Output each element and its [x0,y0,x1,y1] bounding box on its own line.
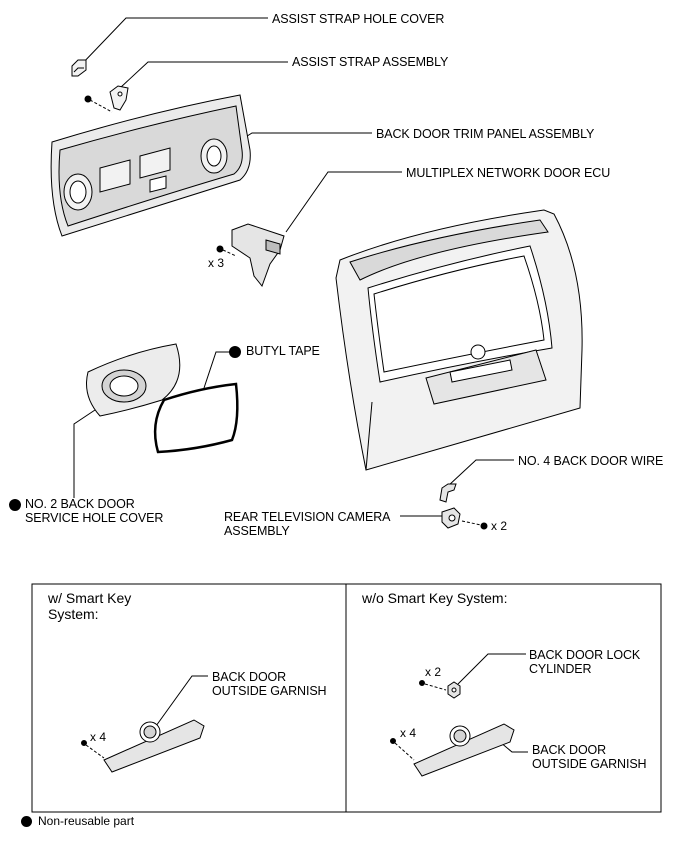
label-no4-wire: NO. 4 BACK DOOR WIRE [518,454,664,468]
leader-nosmart-garnish [499,741,528,753]
leader-service-hole-cover [73,407,99,498]
leader-smart-garnish [155,675,208,727]
leader-multiplex-ecu [285,171,402,233]
label-back-door-trim-panel: BACK DOOR TRIM PANEL ASSEMBLY [376,127,595,141]
service-hole-cover-part [86,343,181,417]
assist-strap-assembly-part [84,85,129,113]
lock-cylinder-part [419,680,461,699]
qty-smart-garnish-clips: x 4 [90,730,107,744]
non-reusable-marker-butyl [229,346,241,358]
leader-assist-strap-hole-cover [79,17,268,67]
label-smart-garnish: BACK DOOR OUTSIDE GARNISH [212,670,327,698]
legend-non-reusable: Non-reusable part [38,814,135,828]
label-butyl-tape: BUTYL TAPE [246,344,320,358]
nosmart-garnish-part [390,723,515,777]
header-with-smart-key: w/ Smart Key System: [48,590,132,622]
leader-trim-panel [243,132,372,139]
label-multiplex-ecu: MULTIPLEX NETWORK DOOR ECU [406,166,611,180]
trim-panel-part [50,94,251,237]
smart-garnish-part [81,719,205,773]
legend-marker [21,816,32,827]
assist-strap-hole-cover-part [71,59,87,77]
leader-butyl-tape [203,351,232,389]
leader-lock-cylinder [457,653,526,685]
header-without-smart-key: w/o Smart Key System: [362,590,508,606]
rear-camera-part [441,507,488,530]
label-rear-camera: REAR TELEVISION CAMERA ASSEMBLY [224,510,391,538]
multiplex-ecu-part [216,223,285,288]
label-assist-strap-assembly: ASSIST STRAP ASSEMBLY [292,55,449,69]
non-reusable-marker-service-hole [9,499,21,511]
no4-wire-part [439,483,457,503]
leader-no4-wire [447,459,514,487]
qty-nosmart-garnish-clips: x 4 [400,726,417,740]
label-nosmart-garnish: BACK DOOR OUTSIDE GARNISH [532,743,647,771]
butyl-tape-part [153,382,239,454]
label-service-hole-cover: NO. 2 BACK DOOR SERVICE HOLE COVER [25,497,164,525]
back-door-part [335,209,583,471]
leader-assist-strap-assembly [119,61,288,89]
label-assist-strap-hole-cover: ASSIST STRAP HOLE COVER [272,12,445,26]
qty-nosmart-cylinder-screws: x 2 [425,665,442,679]
label-lock-cylinder: BACK DOOR LOCK CYLINDER [529,648,641,676]
qty-camera-screws: x 2 [491,519,508,533]
qty-ecu-bolts: x 3 [208,256,225,270]
